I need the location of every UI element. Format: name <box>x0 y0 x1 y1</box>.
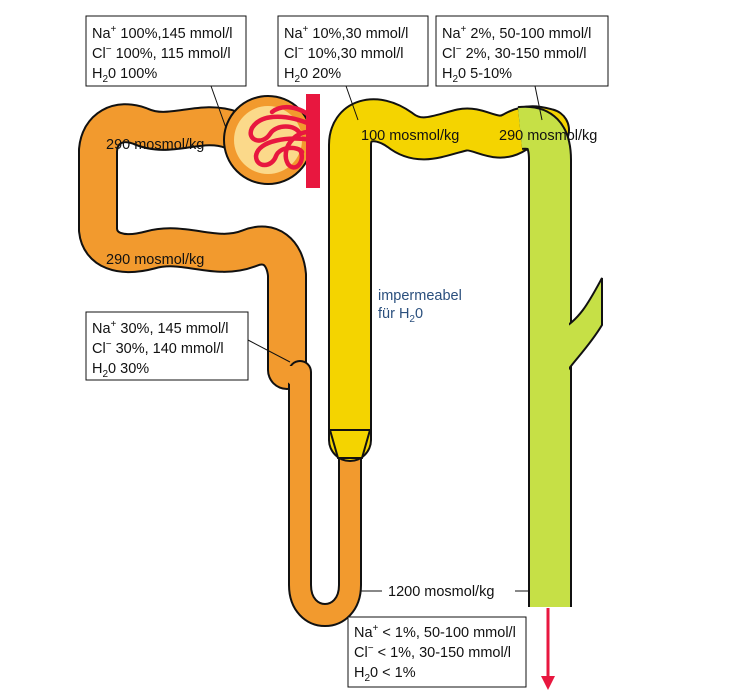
svg-text:H20 30%: H20 30% <box>92 361 149 380</box>
callout-proximal-end: Na+ 30%, 145 mmol/l Cl− 30%, 140 mmol/l … <box>85 311 291 381</box>
osm-label-loop-bottom: 1200 mosmol/kg <box>388 584 494 600</box>
svg-text:Na+ 100%,145 mmol/l: Na+ 100%,145 mmol/l <box>92 24 232 42</box>
loop-of-henle-thin <box>269 360 362 627</box>
svg-text:Cl− 100%, 115 mmol/l: Cl− 100%, 115 mmol/l <box>92 44 231 62</box>
svg-text:Cl− 10%,30 mmol/l: Cl− 10%,30 mmol/l <box>284 44 403 62</box>
impermeable-note-line1: impermeabel <box>378 288 462 304</box>
callout-glomerulus: Na+ 100%,145 mmol/l Cl− 100%, 115 mmol/l… <box>85 15 247 129</box>
svg-text:Na+ 30%, 145 mmol/l: Na+ 30%, 145 mmol/l <box>92 319 228 337</box>
callout-distal: Na+ 10%,30 mmol/l Cl− 10%,30 mmol/l H20 … <box>277 15 429 121</box>
svg-text:H20 20%: H20 20% <box>284 66 341 85</box>
svg-text:H20 5-10%: H20 5-10% <box>442 66 512 85</box>
osm-label-proximal-top: 290 mosmol/kg <box>106 137 204 153</box>
svg-text:Cl− 2%, 30-150 mmol/l: Cl− 2%, 30-150 mmol/l <box>442 44 586 62</box>
svg-text:Na+ 10%,30 mmol/l: Na+ 10%,30 mmol/l <box>284 24 408 42</box>
impermeable-note-line2: für H20 <box>378 306 423 325</box>
collecting-duct <box>517 105 603 607</box>
osm-label-distal: 100 mosmol/kg <box>361 128 459 144</box>
svg-text:Na+ < 1%, 50-100 mmol/l: Na+ < 1%, 50-100 mmol/l <box>354 623 516 641</box>
glomerulus <box>223 94 320 188</box>
svg-text:H20 < 1%: H20 < 1% <box>354 665 416 684</box>
svg-text:Na+ 2%, 50-100 mmol/l: Na+ 2%, 50-100 mmol/l <box>442 24 591 42</box>
proximal-tubule <box>78 103 307 390</box>
osm-label-proximal-mid: 290 mosmol/kg <box>106 252 204 268</box>
svg-text:Cl− 30%, 140 mmol/l: Cl− 30%, 140 mmol/l <box>92 339 224 357</box>
svg-text:H20 100%: H20 100% <box>92 66 157 85</box>
callout-urine: Na+ < 1%, 50-100 mmol/l Cl− < 1%, 30-150… <box>347 616 527 688</box>
osm-label-collecting: 290 mosmol/kg <box>499 128 597 144</box>
svg-text:Cl− < 1%, 30-150 mmol/l: Cl− < 1%, 30-150 mmol/l <box>354 643 511 661</box>
callout-collecting: Na+ 2%, 50-100 mmol/l Cl− 2%, 30-150 mmo… <box>435 15 609 121</box>
urine-outflow-arrow <box>541 608 555 690</box>
